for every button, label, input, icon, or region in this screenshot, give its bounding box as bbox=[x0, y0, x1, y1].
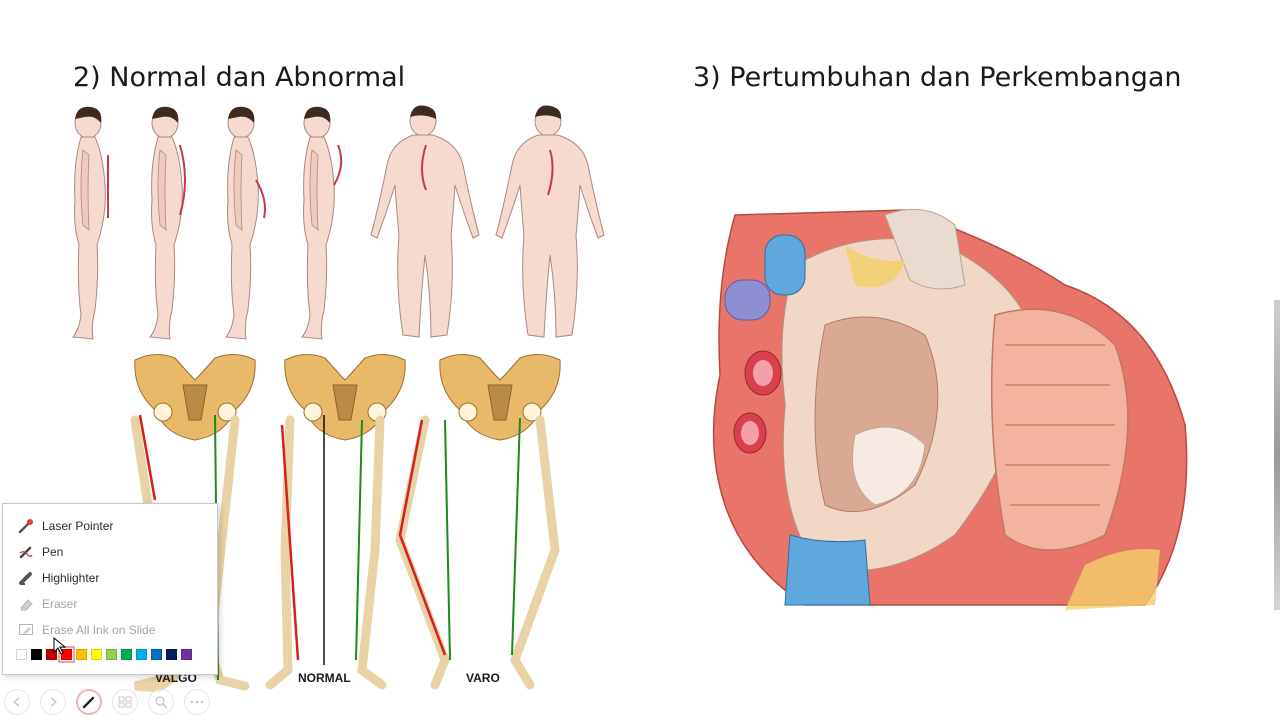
more-options-icon bbox=[190, 700, 204, 704]
ink-tools-menu: Laser Pointer Pen Highlighter Eraser Era… bbox=[2, 503, 218, 675]
erase-all-icon bbox=[17, 622, 35, 638]
menu-item-label: Erase All Ink on Slide bbox=[42, 623, 156, 637]
menu-item-label: Pen bbox=[42, 545, 64, 559]
zoom-button[interactable] bbox=[148, 689, 174, 715]
adjacent-window-edge bbox=[1274, 300, 1280, 610]
zoom-icon bbox=[154, 695, 168, 709]
pen-tool-button[interactable] bbox=[76, 689, 102, 715]
next-slide-button[interactable] bbox=[40, 689, 66, 715]
slideshow-toolbar bbox=[4, 689, 210, 715]
menu-item-highlighter[interactable]: Highlighter bbox=[3, 566, 215, 590]
leg-caption-varo: VARO bbox=[466, 671, 500, 685]
all-slides-icon bbox=[118, 695, 132, 709]
color-swatch-3[interactable] bbox=[58, 646, 75, 663]
menu-item-label: Eraser bbox=[42, 597, 78, 611]
color-swatch-7[interactable] bbox=[121, 649, 132, 660]
color-swatch-2[interactable] bbox=[46, 649, 57, 660]
heart-anatomy-illustration bbox=[712, 208, 1188, 610]
color-swatch-10[interactable] bbox=[166, 649, 177, 660]
leg-caption-normal: NORMAL bbox=[298, 671, 351, 685]
slide-title-left: 2) Normal dan Abnormal bbox=[73, 62, 406, 93]
color-swatch-1[interactable] bbox=[31, 649, 42, 660]
color-swatch-8[interactable] bbox=[136, 649, 147, 660]
more-options-button[interactable] bbox=[184, 689, 210, 715]
ink-color-palette bbox=[16, 646, 192, 663]
pen-icon bbox=[82, 695, 96, 709]
color-swatch-4[interactable] bbox=[76, 649, 87, 660]
mouse-cursor-icon bbox=[53, 637, 67, 655]
menu-item-pen[interactable]: Pen bbox=[3, 540, 215, 564]
color-swatch-11[interactable] bbox=[181, 649, 192, 660]
next-icon bbox=[48, 697, 58, 707]
eraser-icon bbox=[17, 596, 35, 612]
posture-illustration bbox=[72, 104, 605, 340]
menu-item-eraser[interactable]: Eraser bbox=[3, 592, 215, 616]
color-swatch-6[interactable] bbox=[106, 649, 117, 660]
color-swatch-5[interactable] bbox=[91, 649, 102, 660]
menu-item-label: Highlighter bbox=[42, 571, 100, 585]
highlighter-icon bbox=[17, 570, 35, 586]
pen-icon bbox=[17, 544, 35, 560]
previous-icon bbox=[12, 697, 22, 707]
laser-pointer-icon bbox=[17, 518, 35, 534]
see-all-slides-button[interactable] bbox=[112, 689, 138, 715]
color-swatch-9[interactable] bbox=[151, 649, 162, 660]
previous-slide-button[interactable] bbox=[4, 689, 30, 715]
menu-item-erase-all-ink[interactable]: Erase All Ink on Slide bbox=[3, 618, 215, 642]
slide-title-right: 3) Pertumbuhan dan Perkembangan bbox=[693, 62, 1182, 93]
menu-item-label: Laser Pointer bbox=[42, 519, 114, 533]
color-swatch-0[interactable] bbox=[16, 649, 27, 660]
menu-item-laser-pointer[interactable]: Laser Pointer bbox=[3, 514, 215, 538]
